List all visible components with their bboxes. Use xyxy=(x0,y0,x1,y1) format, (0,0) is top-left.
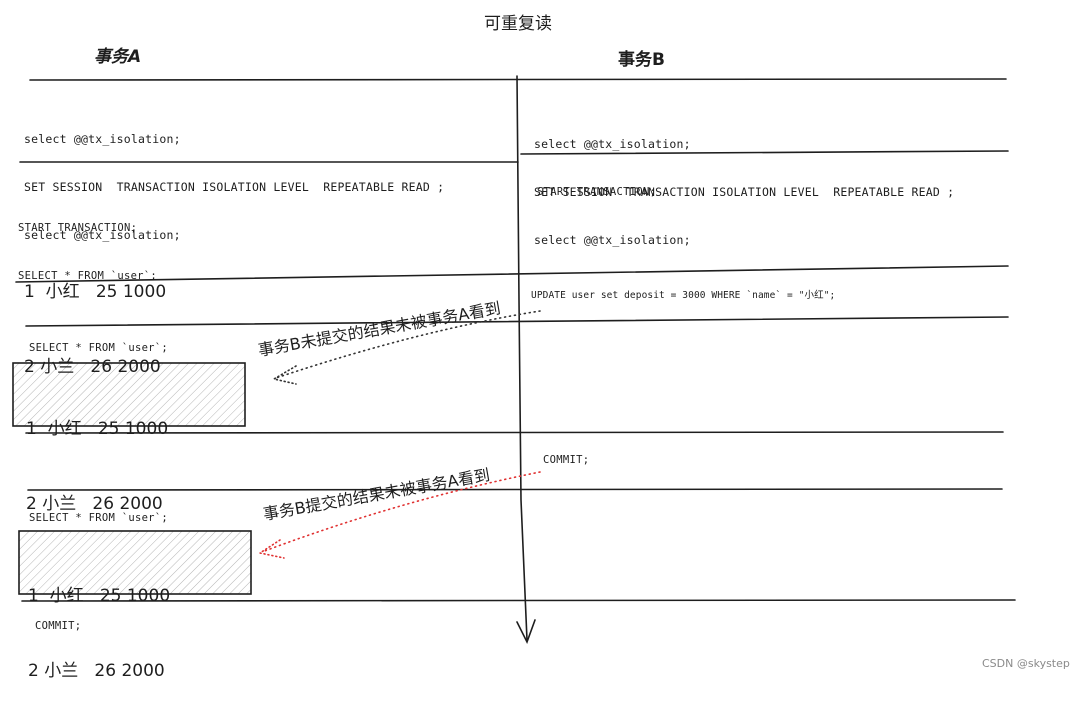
result-box xyxy=(18,530,252,595)
block5-commit-a: COMMIT; xyxy=(35,620,82,632)
result-row: 2 小兰 26 2000 xyxy=(24,357,161,377)
column-heading-b: 事务B xyxy=(618,50,665,70)
separator-line xyxy=(29,78,1007,81)
result-row: 2 小兰 26 2000 xyxy=(28,661,165,681)
block1-session-b: select @@tx_isolation; SET SESSION TRANS… xyxy=(534,104,954,264)
block3-result-rows: 1 小红 25 1000 2 小兰 26 2000 xyxy=(26,367,168,542)
separator-line xyxy=(21,599,1016,602)
block2-session-b: START TRANSACTION; xyxy=(537,186,657,198)
timeline-axis xyxy=(516,75,528,641)
dotted-arrow-uncommitted xyxy=(275,310,541,379)
block3-update-statement: UPDATE user set deposit = 3000 WHERE `na… xyxy=(531,290,836,301)
result-box xyxy=(12,362,246,427)
column-heading-a: 事务A xyxy=(94,47,142,67)
code-line: SET SESSION TRANSACTION ISOLATION LEVEL … xyxy=(534,185,955,199)
block3-session-a: SELECT * FROM `user`; xyxy=(29,342,169,354)
timeline-arrowhead xyxy=(516,619,536,645)
separator-line xyxy=(520,150,1009,155)
block1-session-a: select @@tx_isolation; SET SESSION TRANS… xyxy=(24,99,444,259)
diagram-canvas xyxy=(12,75,1016,645)
watermark: CSDN @skystep xyxy=(982,657,1070,670)
separator-line xyxy=(25,316,1009,327)
separator-line xyxy=(25,431,1004,434)
separator-line xyxy=(15,265,1009,283)
diagram-title: 可重复读 xyxy=(484,14,552,34)
result-row: 1 小红 25 1000 xyxy=(24,282,167,302)
block2-result-rows: 1 小红 25 1000 2 小兰 26 2000 xyxy=(24,230,166,405)
code-line: select @@tx_isolation; xyxy=(534,233,691,247)
block4-session-a: SELECT * FROM `user`; xyxy=(29,512,169,524)
block2-session-a: START TRANSACTION; SELECT * FROM `user`; xyxy=(18,188,157,300)
block4-result-rows: 1 小红 25 1000 2 小兰 26 2000 xyxy=(28,534,170,709)
dotted-arrow-committed xyxy=(261,471,541,553)
code-line: select @@tx_isolation; xyxy=(24,228,181,242)
separator-line xyxy=(27,488,1003,491)
result-row: 1 小红 25 1000 xyxy=(28,586,171,606)
result-row: 1 小红 25 1000 xyxy=(26,419,169,439)
dotted-arrow-head xyxy=(257,539,285,559)
result-row: 2 小兰 26 2000 xyxy=(26,494,163,514)
code-line: SET SESSION TRANSACTION ISOLATION LEVEL … xyxy=(24,180,445,194)
block4-commit-b: COMMIT; xyxy=(543,454,590,466)
code-line: select @@tx_isolation; xyxy=(534,137,691,151)
code-line: SELECT * FROM `user`; xyxy=(18,270,158,282)
code-line: select @@tx_isolation; xyxy=(24,132,181,146)
code-line: START TRANSACTION; xyxy=(18,222,138,234)
dotted-arrow-head xyxy=(271,365,297,385)
